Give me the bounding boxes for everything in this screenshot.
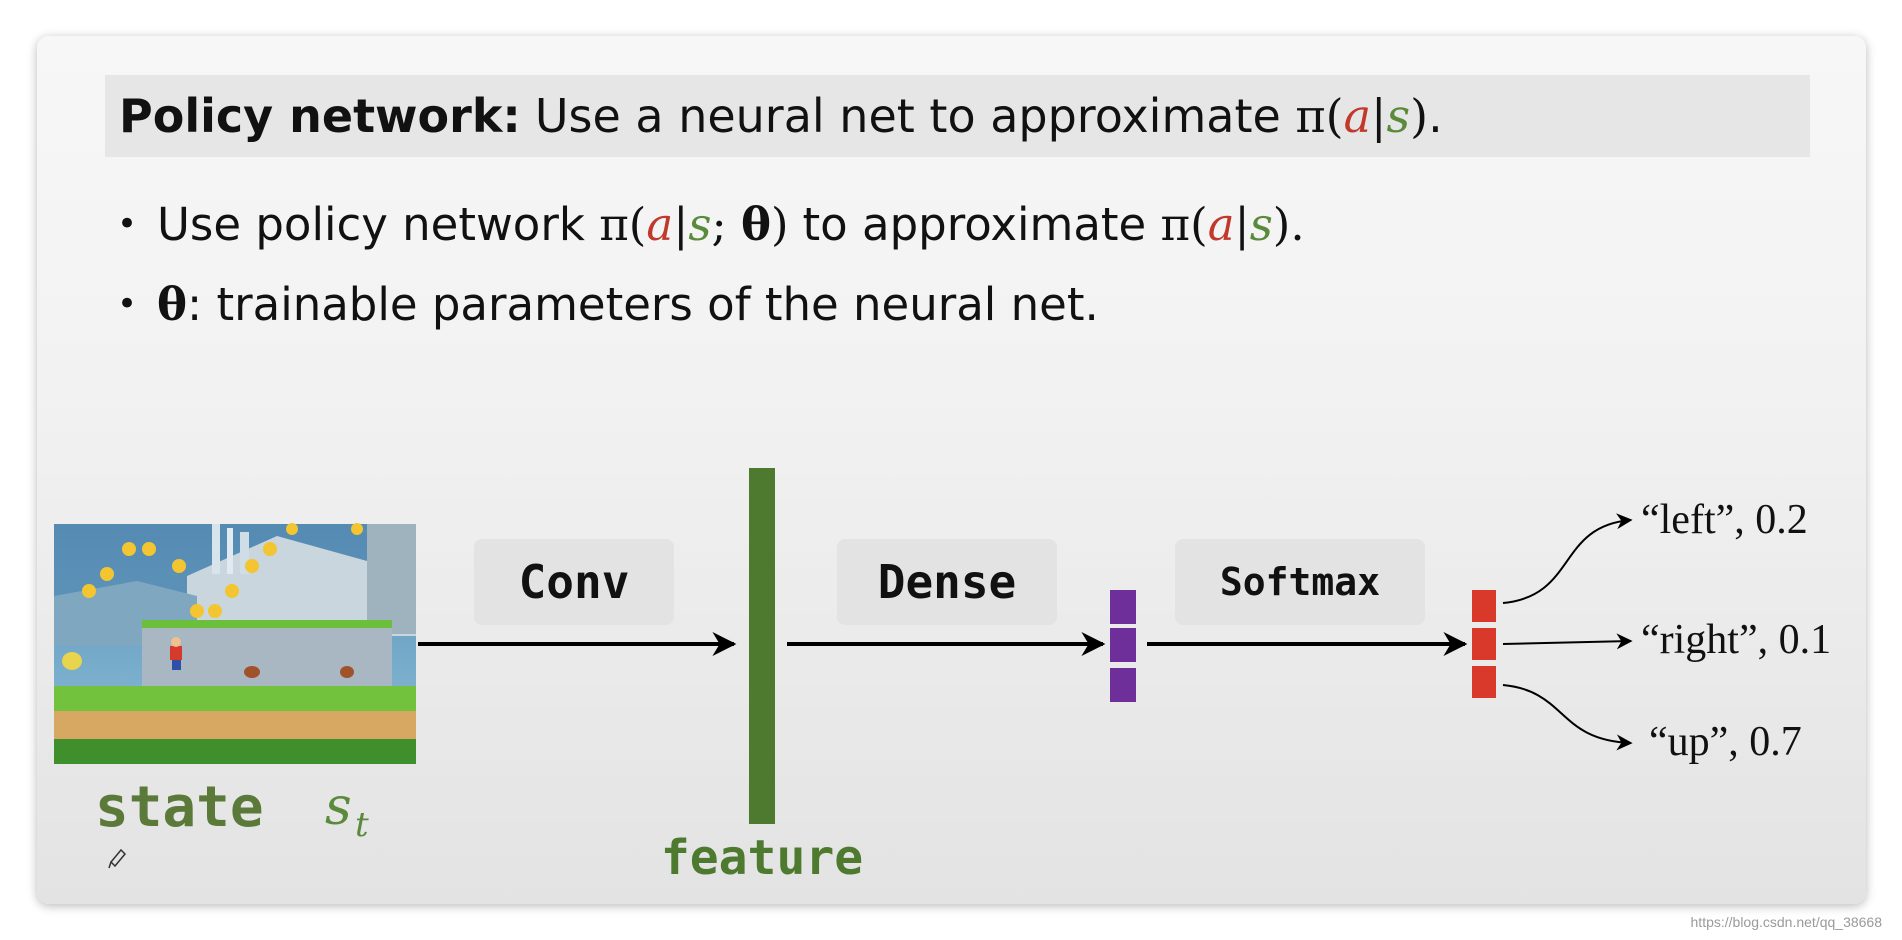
output-label-up: “up”, 0.7 <box>1649 719 1802 765</box>
game-state-image <box>54 523 416 764</box>
svg-text:Dense: Dense <box>878 555 1016 609</box>
state-variable: s <box>325 777 352 837</box>
dense-output-vector <box>1110 590 1136 702</box>
conv-layer-box: Conv <box>474 539 674 625</box>
arrow-to-up <box>1502 684 1633 751</box>
bullet-item-1: • Use policy network π(a|s; θ) to approx… <box>117 197 1305 251</box>
state-subscript: t <box>355 805 369 845</box>
theta-symbol: θ <box>157 277 188 331</box>
output-label-right: “right”, 0.1 <box>1641 617 1831 663</box>
feature-label: feature <box>661 830 863 886</box>
title-bold: Policy network: <box>119 89 521 143</box>
title-formula: π(a|s) <box>1295 89 1429 143</box>
arrow-to-right <box>1502 633 1633 650</box>
title-text: Use a neural net to approximate <box>534 89 1281 143</box>
bullet-2-text: : trainable parameters of the neural net… <box>187 277 1099 331</box>
dense-layer-box: Dense <box>837 539 1057 625</box>
title-period: . <box>1428 89 1443 143</box>
slide-title: Policy network: Use a neural net to appr… <box>105 75 1810 157</box>
bullet-1-formula-2: π(a|s). <box>1160 197 1305 251</box>
slide: Policy network: Use a neural net to appr… <box>37 36 1866 904</box>
softmax-output-vector <box>1472 590 1496 698</box>
arrow-to-left <box>1502 513 1633 604</box>
softmax-layer-box: Softmax <box>1175 539 1425 625</box>
bullet-1-mid: to approximate <box>802 197 1147 251</box>
state-label: state <box>95 775 264 840</box>
bullet-item-2: • θ : trainable parameters of the neural… <box>117 277 1099 331</box>
svg-text:Conv: Conv <box>519 555 630 609</box>
bullet-1-formula: π(a|s; θ) <box>599 197 789 251</box>
svg-text:Softmax: Softmax <box>1220 560 1380 604</box>
watermark: https://blog.csdn.net/qq_38668 <box>1690 914 1882 930</box>
bullet-1-text: Use policy network <box>157 197 585 251</box>
feature-vector <box>749 468 775 824</box>
pen-cursor-icon <box>108 848 127 869</box>
policy-network-diagram: Conv Dense Softmax “left”, 0.2 <box>54 468 1831 886</box>
output-label-left: “left”, 0.2 <box>1641 497 1808 543</box>
bullet-list: • Use policy network π(a|s; θ) to approx… <box>117 184 1305 344</box>
